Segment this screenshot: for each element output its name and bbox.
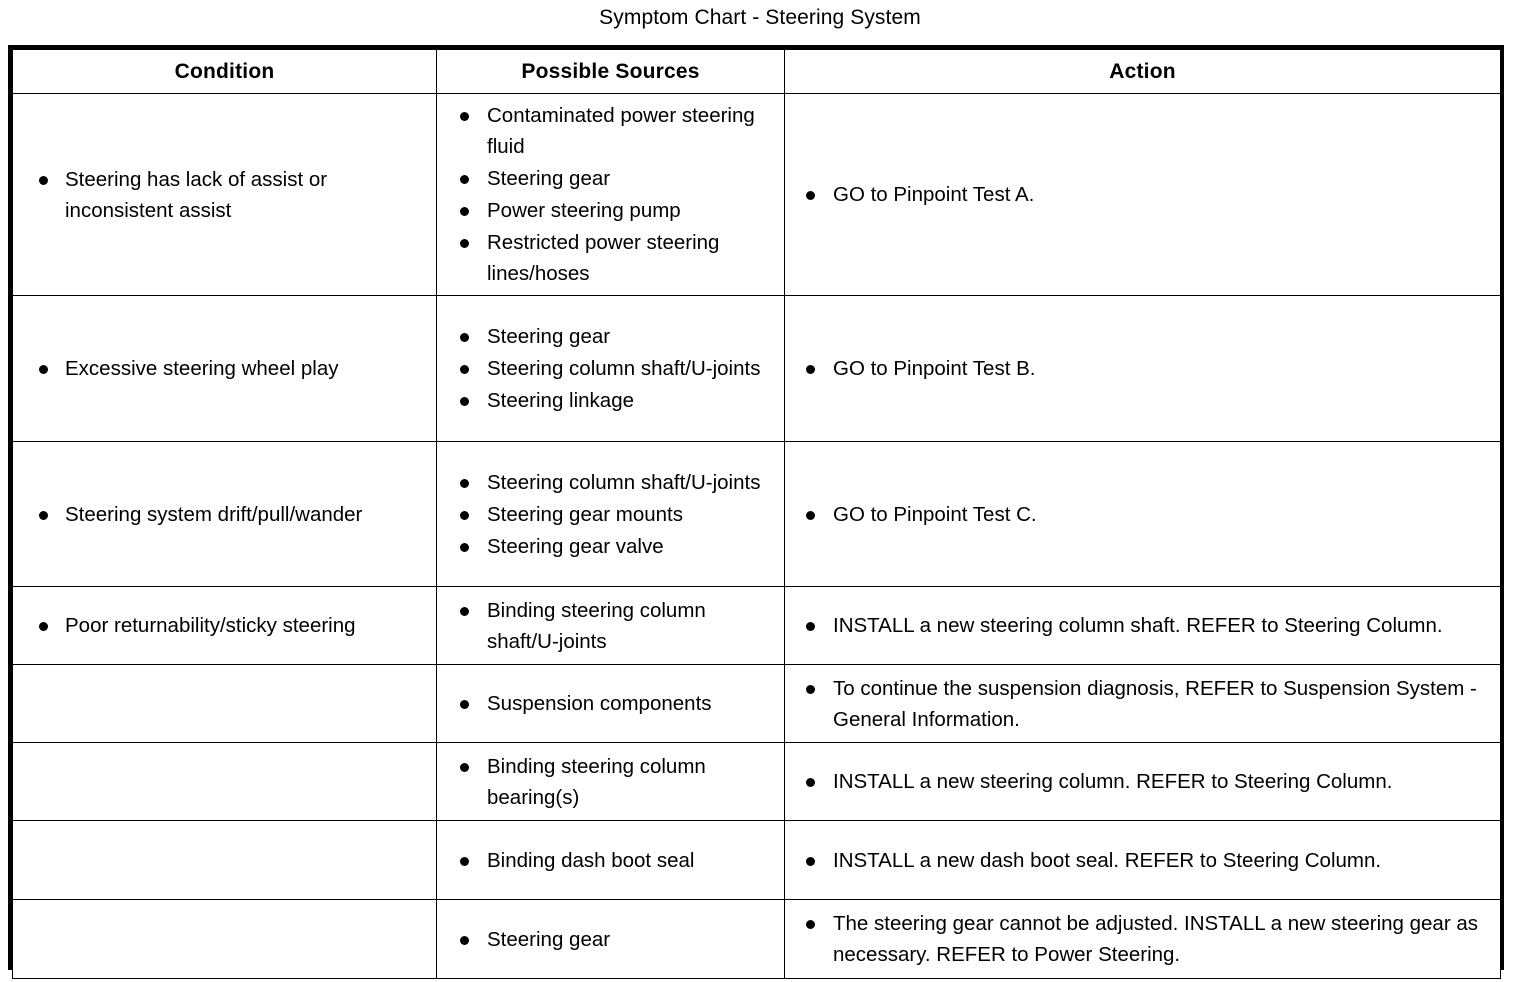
sources-list: Steering gear Steering column shaft/U-jo… <box>451 321 778 416</box>
table-header: Condition Possible Sources Action <box>12 49 1501 94</box>
table-body: Steering has lack of assist or inconsist… <box>12 93 1501 979</box>
cell-condition: Excessive steering wheel play <box>12 295 437 442</box>
list-item: GO to Pinpoint Test A. <box>797 179 1490 210</box>
table-row: Steering system drift/pull/wander Steeri… <box>12 441 1501 587</box>
list-item: Poor returnability/sticky steering <box>27 610 426 641</box>
list-item: Steering gear valve <box>451 531 778 562</box>
condition-list: Excessive steering wheel play <box>27 353 426 384</box>
cell-action: INSTALL a new steering column shaft. REF… <box>784 586 1501 665</box>
list-item: Power steering pump <box>451 195 778 226</box>
list-item: Steering gear <box>451 163 778 194</box>
action-list: INSTALL a new dash boot seal. REFER to S… <box>797 845 1490 876</box>
cell-possible-sources: Binding dash boot seal <box>436 820 785 900</box>
action-list: GO to Pinpoint Test A. <box>797 179 1490 210</box>
cell-action: GO to Pinpoint Test C. <box>784 441 1501 587</box>
list-item: INSTALL a new steering column shaft. REF… <box>797 610 1490 641</box>
cell-condition: Poor returnability/sticky steering <box>12 586 437 665</box>
cell-condition-empty <box>12 742 437 821</box>
list-item: Steering column shaft/U-joints <box>451 467 778 498</box>
condition-list: Poor returnability/sticky steering <box>27 610 426 641</box>
table-row: Suspension components To continue the su… <box>12 664 1501 743</box>
list-item: GO to Pinpoint Test C. <box>797 499 1490 530</box>
action-list: INSTALL a new steering column shaft. REF… <box>797 610 1490 641</box>
cell-condition-empty <box>12 899 437 979</box>
table-row: Steering has lack of assist or inconsist… <box>12 93 1501 296</box>
sources-list: Steering column shaft/U-joints Steering … <box>451 467 778 562</box>
action-list: GO to Pinpoint Test C. <box>797 499 1490 530</box>
cell-possible-sources: Binding steering column bearing(s) <box>436 742 785 821</box>
cell-condition: Steering has lack of assist or inconsist… <box>12 93 437 296</box>
list-item: INSTALL a new steering column. REFER to … <box>797 766 1490 797</box>
sources-list: Suspension components <box>451 688 778 719</box>
cell-action: INSTALL a new steering column. REFER to … <box>784 742 1501 821</box>
condition-list: Steering has lack of assist or inconsist… <box>27 164 426 226</box>
list-item: Steering column shaft/U-joints <box>451 353 778 384</box>
table-header-row: Condition Possible Sources Action <box>12 49 1501 94</box>
list-item: Binding steering column shaft/U-joints <box>451 595 778 657</box>
cell-possible-sources: Steering column shaft/U-joints Steering … <box>436 441 785 587</box>
table-row: Excessive steering wheel play Steering g… <box>12 295 1501 442</box>
page-title: Symptom Chart - Steering System <box>599 6 921 29</box>
sources-list: Binding dash boot seal <box>451 845 778 876</box>
list-item: The steering gear cannot be adjusted. IN… <box>797 908 1490 970</box>
list-item: Binding steering column bearing(s) <box>451 751 778 813</box>
list-item: To continue the suspension diagnosis, RE… <box>797 673 1490 735</box>
condition-list: Steering system drift/pull/wander <box>27 499 426 530</box>
cell-action: INSTALL a new dash boot seal. REFER to S… <box>784 820 1501 900</box>
table-row: Binding steering column bearing(s) INSTA… <box>12 742 1501 821</box>
sources-list: Binding steering column bearing(s) <box>451 751 778 813</box>
action-list: The steering gear cannot be adjusted. IN… <box>797 908 1490 970</box>
list-item: Steering gear <box>451 321 778 352</box>
list-item: Suspension components <box>451 688 778 719</box>
column-header-condition: Condition <box>12 49 437 94</box>
list-item: Steering system drift/pull/wander <box>27 499 426 530</box>
cell-possible-sources: Steering gear Steering column shaft/U-jo… <box>436 295 785 442</box>
action-list: GO to Pinpoint Test B. <box>797 353 1490 384</box>
table-row: Binding dash boot seal INSTALL a new das… <box>12 820 1501 900</box>
list-item: Binding dash boot seal <box>451 845 778 876</box>
list-item: INSTALL a new dash boot seal. REFER to S… <box>797 845 1490 876</box>
cell-action: GO to Pinpoint Test B. <box>784 295 1501 442</box>
table-row: Poor returnability/sticky steering Bindi… <box>12 586 1501 665</box>
symptom-table-container: Condition Possible Sources Action Steeri… <box>8 45 1504 979</box>
list-item: Steering linkage <box>451 385 778 416</box>
list-item: Steering gear <box>451 924 778 955</box>
cell-action: To continue the suspension diagnosis, RE… <box>784 664 1501 743</box>
action-list: INSTALL a new steering column. REFER to … <box>797 766 1490 797</box>
list-item: Steering gear mounts <box>451 499 778 530</box>
cell-action: GO to Pinpoint Test A. <box>784 93 1501 296</box>
list-item: Contaminated power steering fluid <box>451 100 778 162</box>
symptom-table: Condition Possible Sources Action Steeri… <box>12 49 1501 979</box>
cell-possible-sources: Suspension components <box>436 664 785 743</box>
action-list: To continue the suspension diagnosis, RE… <box>797 673 1490 735</box>
cell-condition-empty <box>12 664 437 743</box>
column-header-possible-sources: Possible Sources <box>436 49 785 94</box>
cell-condition-empty <box>12 820 437 900</box>
list-item: Restricted power steering lines/hoses <box>451 227 778 289</box>
sources-list: Contaminated power steering fluid Steeri… <box>451 100 778 289</box>
sources-list: Binding steering column shaft/U-joints <box>451 595 778 657</box>
cell-possible-sources: Contaminated power steering fluid Steeri… <box>436 93 785 296</box>
column-header-action: Action <box>784 49 1501 94</box>
cell-possible-sources: Binding steering column shaft/U-joints <box>436 586 785 665</box>
sources-list: Steering gear <box>451 924 778 955</box>
cell-condition: Steering system drift/pull/wander <box>12 441 437 587</box>
list-item: Steering has lack of assist or inconsist… <box>27 164 426 226</box>
list-item: Excessive steering wheel play <box>27 353 426 384</box>
table-row: Steering gear The steering gear cannot b… <box>12 899 1501 979</box>
list-item: GO to Pinpoint Test B. <box>797 353 1490 384</box>
cell-possible-sources: Steering gear <box>436 899 785 979</box>
cell-action: The steering gear cannot be adjusted. IN… <box>784 899 1501 979</box>
